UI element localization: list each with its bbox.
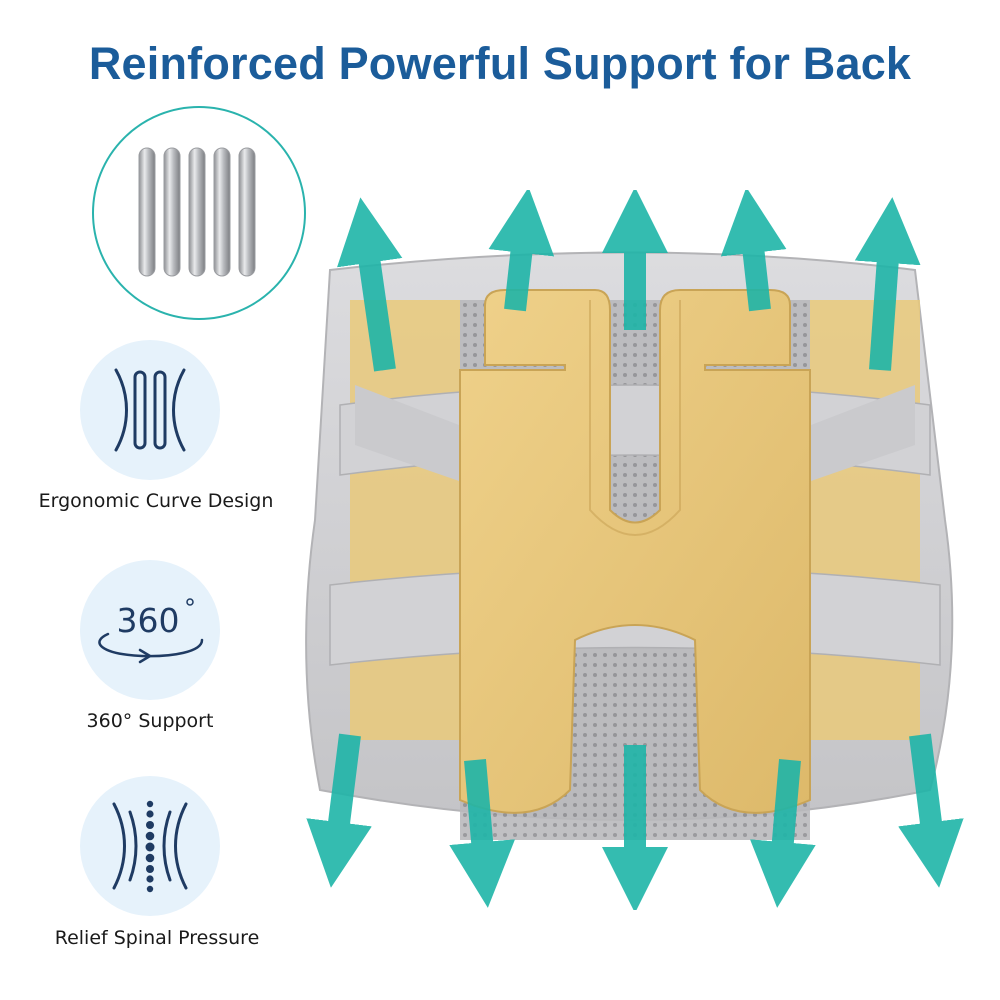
feature-label-spinal: Relief Spinal Pressure [54, 927, 260, 949]
feature-label-ergonomic: Ergonomic Curve Design [38, 490, 274, 512]
rotation-360-icon: 360 [80, 560, 220, 700]
feature-label-360: 360° Support [86, 710, 214, 732]
back-brace-image [290, 190, 980, 910]
ergonomic-curve-icon [80, 340, 220, 480]
metal-stays-icon [92, 106, 306, 320]
rotation-360-text: 360 [117, 601, 180, 640]
spine-icon [80, 776, 220, 916]
page-title: Reinforced Powerful Support for Back [88, 38, 912, 89]
